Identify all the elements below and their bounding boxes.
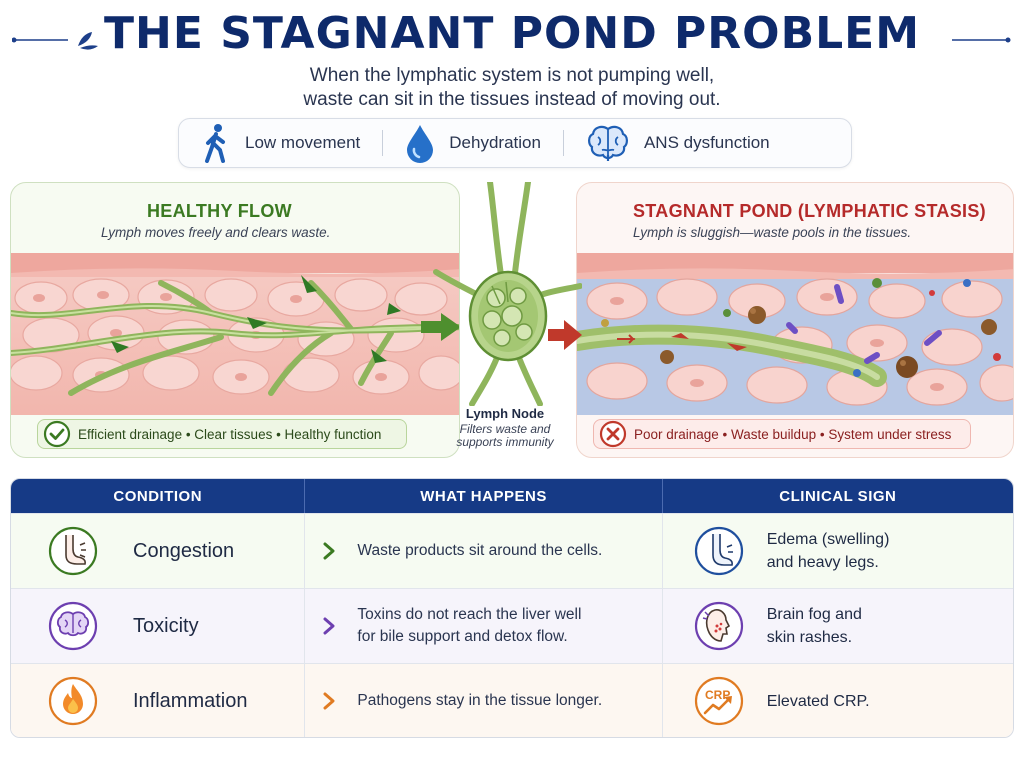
what-happens-cell: Toxins do not reach the liver well for b…	[304, 589, 661, 663]
factor-ans-dysfunction: ANS dysfunction	[564, 119, 792, 167]
condition-cell: Congestion	[11, 514, 304, 588]
clinical-sign-cell: Edema (swelling) and heavy legs.	[661, 514, 1013, 588]
brain-icon	[48, 601, 98, 651]
condition-name: Congestion	[133, 539, 235, 562]
factor-label: ANS dysfunction	[643, 133, 770, 152]
clinical-sign-text: Brain fog and skin rashes.	[767, 603, 862, 649]
what-happens-line: Pathogens stay in the tissue longer.	[357, 692, 603, 709]
factor-label: Low movement	[245, 133, 361, 152]
factor-label: Dehydration	[449, 133, 541, 152]
healthy-flow-badge-text: Efficient drainage • Clear tissues • Hea…	[78, 426, 382, 442]
what-happens-line: Waste products sit around the cells.	[357, 542, 603, 559]
line-divider-icon	[952, 37, 1011, 43]
clinical-sign-text: Edema (swelling) and heavy legs.	[767, 528, 890, 574]
table-header: CONDITION WHAT HAPPENS CLINICAL SIGN	[11, 479, 1013, 513]
clinical-sign-line: Brain fog and	[766, 606, 862, 623]
crp-rising-icon: CRP	[694, 676, 743, 726]
checkmark-circle-icon	[43, 420, 71, 448]
title-row: THE STAGNANT POND PROBLEM	[0, 6, 1024, 62]
swollen-leg-icon	[694, 526, 743, 576]
healthy-flow-panel: HEALTHY FLOW Lymph moves freely and clea…	[10, 182, 460, 458]
clinical-sign-line: and heavy legs.	[766, 554, 879, 571]
header-clinical-sign: CLINICAL SIGN	[661, 479, 1013, 513]
chevron-right-icon	[323, 542, 335, 560]
condition-name: Toxicity	[133, 614, 199, 637]
subtitle-line-2: waste can sit in the tissues instead of …	[303, 89, 721, 110]
what-happens-text: Waste products sit around the cells.	[357, 540, 602, 562]
chevron-right-icon	[323, 692, 335, 710]
risk-factors-bar: Low movement Dehydration ANS dysfunction	[178, 118, 852, 168]
what-happens-text: Pathogens stay in the tissue longer.	[357, 690, 602, 712]
conditions-table: CONDITION WHAT HAPPENS CLINICAL SIGN Con…	[10, 478, 1014, 738]
table-row: Inflammation Pathogens stay in the tissu…	[11, 663, 1013, 737]
lymph-node-caption: Filters waste and supports immunity	[436, 423, 574, 449]
walking-person-icon	[205, 124, 225, 163]
x-circle-icon	[599, 420, 627, 448]
lymph-node-caption-line-1: Filters waste and	[459, 422, 551, 436]
what-happens-cell: Pathogens stay in the tissue longer.	[304, 664, 661, 737]
lymph-node-label: Lymph Node	[465, 406, 545, 421]
factor-dehydration: Dehydration	[383, 119, 563, 167]
healthy-tissue-illustration	[11, 253, 459, 415]
stagnant-pond-badge-text: Poor drainage • Waste buildup • System u…	[634, 426, 952, 442]
water-drop-icon	[407, 125, 434, 163]
stagnant-pond-title: STAGNANT POND (LYMPHATIC STASIS)	[633, 201, 986, 221]
table-row: Toxicity Toxins do not reach the liver w…	[11, 588, 1013, 663]
healthy-flow-title: HEALTHY FLOW	[147, 201, 292, 221]
stagnant-pond-panel: STAGNANT POND (LYMPHATIC STASIS) Lymph i…	[576, 182, 1014, 458]
clinical-sign-cell: Brain fog and skin rashes.	[661, 589, 1013, 663]
factor-divider	[562, 130, 564, 156]
flame-icon	[48, 676, 98, 726]
condition-name: Inflammation	[133, 689, 248, 712]
clinical-sign-cell: CRP Elevated CRP.	[661, 664, 1013, 737]
stagnant-pond-badge: Poor drainage • Waste buildup • System u…	[593, 419, 971, 449]
face-rash-icon	[694, 601, 743, 651]
clinical-sign-line: skin rashes.	[766, 629, 853, 646]
factor-divider	[382, 130, 384, 156]
header-what-happens: WHAT HAPPENS	[304, 479, 661, 513]
factor-low-movement: Low movement	[179, 119, 382, 167]
svg-text:CRP: CRP	[705, 688, 730, 702]
red-arrow-icon	[548, 320, 582, 350]
healthy-flow-badge: Efficient drainage • Clear tissues • Hea…	[37, 419, 407, 449]
leaf-divider-icon	[12, 32, 98, 50]
brain-icon	[587, 125, 628, 161]
table-row: Congestion Waste products sit around the…	[11, 513, 1013, 588]
clinical-sign-line: Elevated CRP.	[766, 692, 870, 710]
header-condition: CONDITION	[113, 487, 203, 505]
clinical-sign-line: Edema (swelling)	[766, 531, 890, 548]
what-happens-text: Toxins do not reach the liver well for b…	[357, 604, 581, 648]
subtitle-line-1: When the lymphatic system is not pumping…	[309, 65, 715, 86]
stagnant-pond-subtitle: Lymph is sluggish—waste pools in the tis…	[633, 225, 912, 240]
what-happens-line: Toxins do not reach the liver well	[357, 606, 582, 623]
stagnant-tissue-illustration	[577, 253, 1013, 415]
lymph-node-caption-line-2: supports immunity	[456, 435, 554, 449]
page-title: THE STAGNANT POND PROBLEM	[104, 8, 920, 59]
what-happens-cell: Waste products sit around the cells.	[304, 514, 661, 588]
clinical-sign-text: Elevated CRP.	[767, 690, 870, 713]
condition-cell: Inflammation	[11, 664, 304, 737]
chevron-right-icon	[323, 617, 335, 635]
what-happens-line: for bile support and detox flow.	[357, 628, 568, 645]
lymph-node-illustration	[433, 182, 582, 406]
healthy-flow-subtitle: Lymph moves freely and clears waste.	[101, 225, 331, 240]
foot-swelling-icon	[48, 526, 98, 576]
condition-cell: Toxicity	[11, 589, 304, 663]
page-subtitle: When the lymphatic system is not pumping…	[0, 64, 1024, 112]
